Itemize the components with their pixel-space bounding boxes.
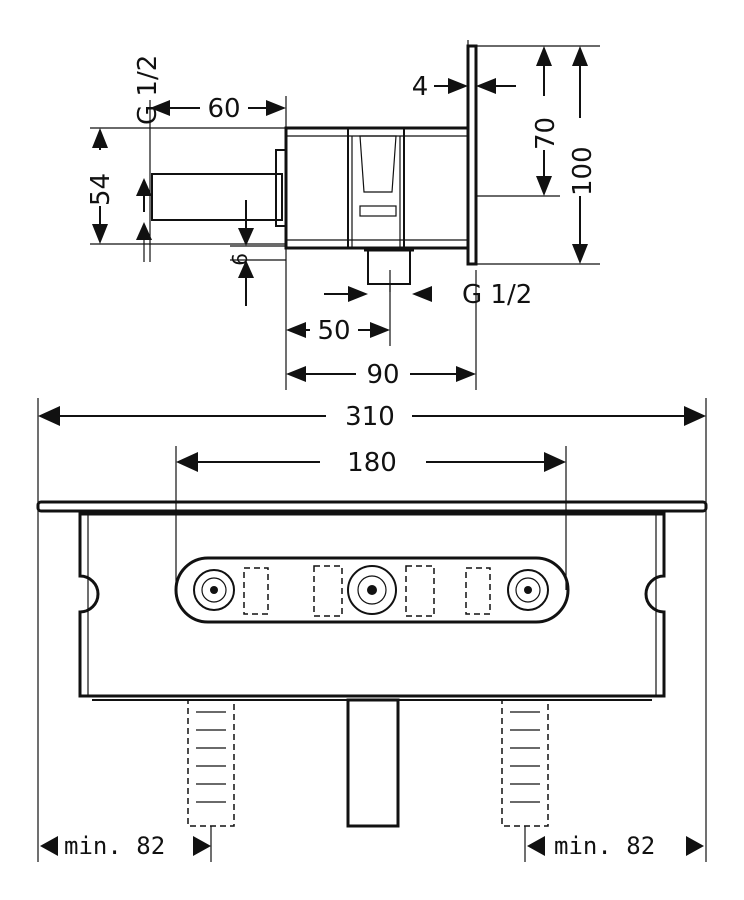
- dim-9-label: 9: [227, 253, 251, 266]
- thread-bottom-label: G 1/2: [462, 280, 532, 310]
- dim-50: 50: [286, 316, 390, 346]
- dim-310: 310: [38, 402, 706, 432]
- thread-top-label: G 1/2: [133, 55, 163, 125]
- dim-4: 4: [412, 72, 516, 102]
- dim-90-label: 90: [366, 360, 399, 390]
- dim-50-label: 50: [317, 316, 350, 346]
- dim-90: 90: [286, 360, 476, 390]
- dim-min-82-left-label: min. 82: [64, 832, 165, 860]
- center-connector: [346, 698, 400, 828]
- dim-thread-bottom: G 1/2: [324, 280, 532, 310]
- dim-min-82-right-label: min. 82: [554, 832, 655, 860]
- dim-70: 70: [531, 46, 561, 196]
- dim-100: 100: [568, 46, 598, 264]
- body-front: [78, 512, 666, 698]
- dim-100-label: 100: [568, 146, 598, 196]
- dim-60-label: 60: [207, 94, 240, 124]
- left-connector: [187, 699, 235, 827]
- front-view: 310 180 min. 82 min. 82: [36, 398, 708, 862]
- center-valve: [313, 565, 435, 617]
- dim-310-label: 310: [345, 402, 395, 432]
- right-valve: [465, 567, 549, 615]
- dim-54: 54: [86, 128, 152, 262]
- bottom-thread-outlet: [367, 247, 411, 285]
- dim-9: 9: [227, 200, 254, 306]
- dim-180-label: 180: [347, 448, 397, 478]
- dim-min-82-right: min. 82: [527, 832, 704, 860]
- dim-60: 60: [150, 94, 286, 124]
- dim-4-label: 4: [412, 72, 429, 102]
- wall-plate: [466, 44, 478, 266]
- dim-70-label: 70: [531, 117, 561, 150]
- cover-plate: [36, 500, 708, 513]
- dim-min-82-left: min. 82: [40, 832, 211, 860]
- side-view: 60 G 1/2 54 9: [86, 40, 600, 390]
- dim-180: 180: [176, 448, 566, 478]
- side-thread-outlet: [151, 173, 283, 221]
- dim-54-label: 54: [86, 173, 116, 206]
- right-connector: [501, 699, 549, 827]
- left-valve: [193, 567, 269, 615]
- body-outline: [284, 126, 470, 250]
